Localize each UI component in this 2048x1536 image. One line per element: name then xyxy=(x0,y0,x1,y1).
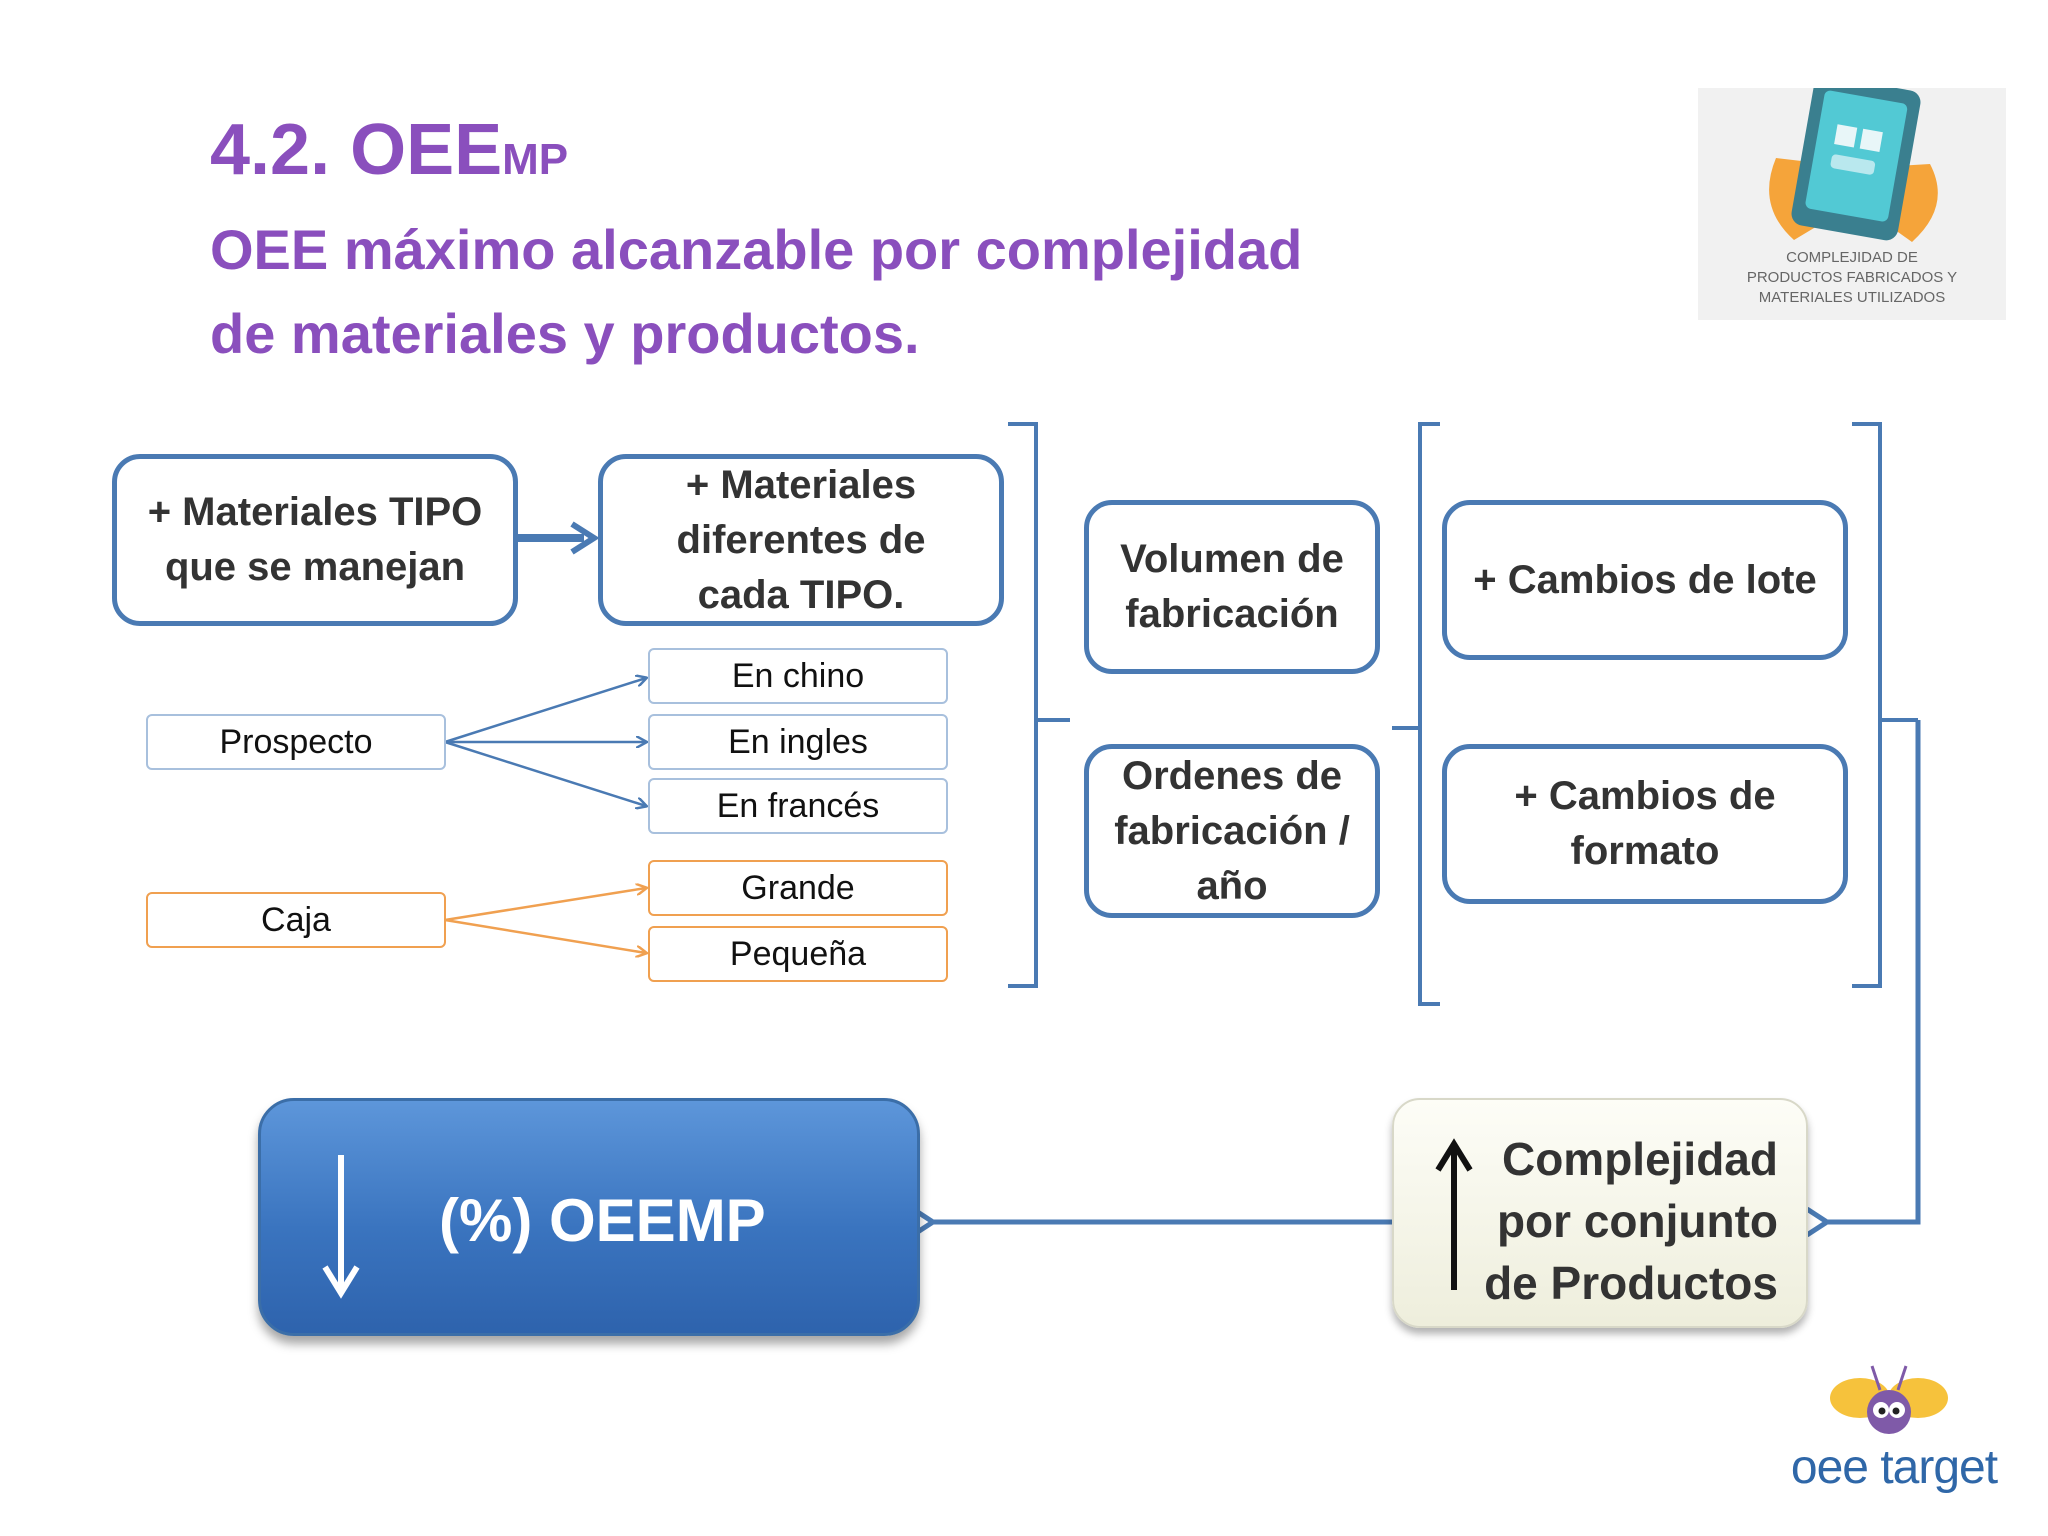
subtitle-line-1: OEE máximo alcanzable por complejidad xyxy=(210,218,1303,281)
box-ordenes: Ordenes de fabricación / año xyxy=(1084,744,1380,918)
arrow-to-complejidad xyxy=(1828,720,1921,1222)
box-prospecto: Prospecto xyxy=(146,714,446,770)
box-en-frances: En francés xyxy=(648,778,948,834)
box-cambios-formato: + Cambios de formato xyxy=(1442,744,1848,904)
box-materiales-tipo: + Materiales TIPO que se manejan xyxy=(112,454,518,626)
box-cambios-lote: + Cambios de lote xyxy=(1442,500,1848,660)
box-en-ingles: En ingles xyxy=(648,714,948,770)
prospecto-arrows xyxy=(444,678,646,806)
box-complejidad: Complejidad por conjunto de Productos xyxy=(1392,1098,1808,1328)
illustration-caption: COMPLEJIDAD DE PRODUCTOS FABRICADOS Y MA… xyxy=(1746,249,1958,306)
box-materiales-diferentes: + Materiales diferentes de cada TIPO. xyxy=(598,454,1004,626)
box-pequena: Pequeña xyxy=(648,926,948,982)
bee-icon xyxy=(1830,1365,1948,1434)
down-arrow-icon xyxy=(322,1155,360,1299)
arrow-tipo-to-diferentes xyxy=(518,521,600,555)
up-arrow-icon xyxy=(1435,1138,1473,1290)
box-grande: Grande xyxy=(648,860,948,916)
box-oeemp: (%) OEEMP xyxy=(258,1098,920,1336)
subtitle-line-2: de materiales y productos. xyxy=(210,302,920,365)
tablet-hands-icon xyxy=(1769,75,1938,242)
box-caja: Caja xyxy=(146,892,446,948)
bracket-right-1 xyxy=(1008,422,1070,988)
bracket-right-3 xyxy=(1852,422,1918,988)
title-main: 4.2. OEE xyxy=(210,110,503,190)
bracket-left-2 xyxy=(1392,422,1440,1006)
brand-text: oee target xyxy=(1790,1441,1998,1494)
caja-arrows xyxy=(444,888,646,953)
complejidad-text: Complejidad por conjunto de Productos xyxy=(1484,1133,1778,1309)
box-en-chino: En chino xyxy=(648,648,948,704)
complexity-illustration: COMPLEJIDAD DE PRODUCTOS FABRICADOS Y MA… xyxy=(1698,75,2006,320)
box-volumen: Volumen de fabricación xyxy=(1084,500,1380,674)
page-subtitle: OEE máximo alcanzable por complejidad de… xyxy=(210,208,1302,376)
page-title: 4.2. OEEMP xyxy=(210,108,568,202)
brand-logo: oee target xyxy=(1774,1360,2014,1510)
oeemp-label: (%) OEEMP xyxy=(439,1187,766,1254)
title-subscript: MP xyxy=(502,135,569,184)
